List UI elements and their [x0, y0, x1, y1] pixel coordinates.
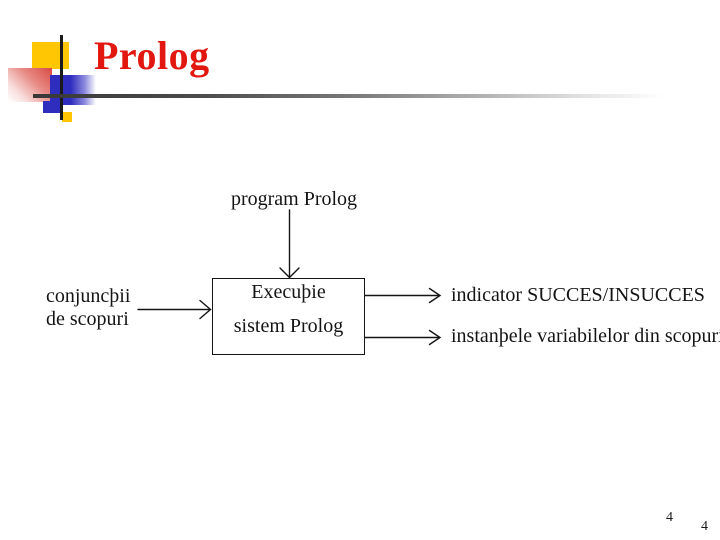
slide-title: Prolog — [94, 33, 210, 78]
arrow-program-to-box — [279, 209, 300, 279]
logo-blue-gradient-square — [50, 75, 96, 105]
page-number: 4 — [666, 510, 673, 525]
diagram-input-left-label: conjuncþii de scopuri — [46, 285, 130, 331]
left-label-line1: conjuncþii — [46, 285, 131, 307]
left-label-line2: de scopuri — [46, 308, 129, 330]
diagram-output-label-success: indicator SUCCES/INSUCCES — [451, 284, 705, 306]
arrow-box-to-instances — [364, 329, 442, 346]
logo-small-yellow-square — [62, 112, 72, 122]
diagram-input-top-label: program Prolog — [230, 188, 358, 210]
logo-yellow-square — [32, 42, 69, 69]
logo-vertical-line — [60, 35, 63, 120]
execution-box-line2: sistem Prolog — [233, 315, 344, 337]
diagram-output-label-instances: instanþele variabilelor din scopuri — [451, 325, 720, 347]
execution-box-line1: Execuþie — [251, 281, 326, 303]
logo-small-blue-square — [43, 101, 62, 113]
prolog-execution-box: Execuþie sistem Prolog — [212, 278, 365, 355]
arrow-box-to-indicator — [364, 287, 442, 304]
page-number-secondary: 4 — [701, 519, 708, 534]
title-underline-rule — [33, 94, 683, 98]
arrow-goals-to-box — [137, 299, 212, 320]
